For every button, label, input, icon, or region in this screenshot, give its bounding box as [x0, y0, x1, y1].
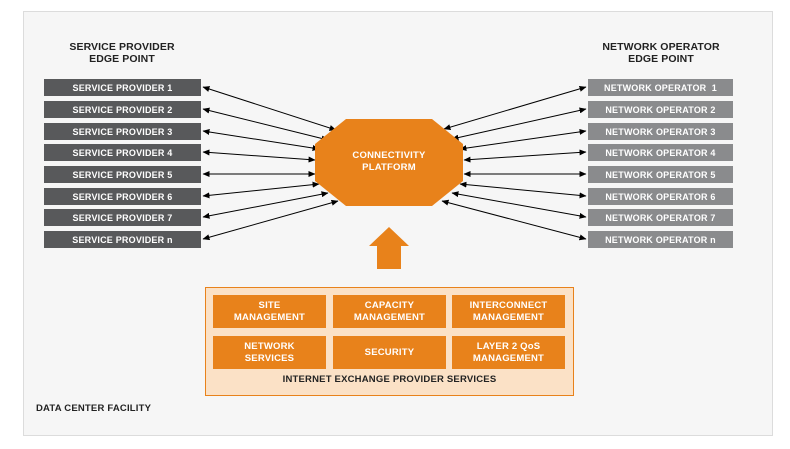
service-capacity-management: CAPACITY MANAGEMENT — [333, 295, 446, 328]
connection-arrow — [459, 181, 587, 199]
connection-arrow — [463, 149, 587, 163]
connection-arrow — [459, 128, 587, 152]
service-provider-box: SERVICE PROVIDER 3 — [44, 123, 201, 140]
connection-arrow — [451, 191, 587, 219]
service-provider-box: SERVICE PROVIDER 7 — [44, 209, 201, 226]
service-label-line: SECURITY — [364, 346, 415, 358]
service-site-management: SITE MANAGEMENT — [213, 295, 326, 328]
network-operator-box: NETWORK OPERATOR 7 — [588, 209, 733, 226]
service-provider-connections — [202, 86, 339, 241]
service-label-line: MANAGEMENT — [233, 311, 306, 323]
service-label-line: NETWORK — [244, 340, 295, 352]
connection-arrow — [202, 107, 329, 142]
network-operator-box: NETWORK OPERATOR n — [588, 231, 733, 248]
network-operator-heading-line2: EDGE POINT — [628, 53, 694, 65]
connection-arrow — [443, 85, 587, 131]
platform-label-line1: CONNECTIVITY — [352, 150, 426, 161]
connectivity-platform-label: CONNECTIVITY PLATFORM — [318, 150, 460, 174]
service-label-line: LAYER 2 QoS — [476, 340, 541, 352]
service-label-line: CAPACITY — [364, 299, 415, 311]
service-provider-box: SERVICE PROVIDER 4 — [44, 144, 201, 161]
connection-arrow — [202, 199, 339, 241]
network-operator-box: NETWORK OPERATOR 6 — [588, 188, 733, 205]
connectivity-platform-octagon — [315, 119, 463, 206]
network-operator-box: NETWORK OPERATOR 5 — [588, 166, 733, 183]
up-arrow-icon — [369, 227, 409, 269]
service-provider-box: SERVICE PROVIDER 6 — [44, 188, 201, 205]
network-operator-box: NETWORK OPERATOR 3 — [588, 123, 733, 140]
service-security: SECURITY — [333, 336, 446, 369]
internet-exchange-services-panel: SITE MANAGEMENT CAPACITY MANAGEMENT INTE… — [205, 287, 574, 396]
service-network-services: NETWORK SERVICES — [213, 336, 326, 369]
service-interconnect-management: INTERCONNECT MANAGEMENT — [452, 295, 565, 328]
data-center-facility-label: DATA CENTER FACILITY — [36, 403, 152, 414]
service-label-line: SERVICES — [244, 352, 295, 364]
connection-arrow — [441, 199, 587, 241]
service-label-line: SITE — [258, 299, 281, 311]
connection-arrow — [202, 181, 320, 199]
service-provider-heading-line1: SERVICE PROVIDER — [69, 41, 175, 53]
service-label-line: MANAGEMENT — [353, 311, 426, 323]
connection-arrow — [202, 86, 337, 131]
network-operator-box: NETWORK OPERATOR 2 — [588, 101, 733, 118]
platform-label-line2: PLATFORM — [362, 162, 416, 173]
service-label-line: INTERCONNECT — [469, 299, 548, 311]
service-provider-heading: SERVICE PROVIDER EDGE POINT — [52, 41, 192, 65]
service-provider-box: SERVICE PROVIDER 1 — [44, 79, 201, 96]
service-label-line: MANAGEMENT — [472, 311, 545, 323]
connection-arrow — [202, 191, 329, 219]
service-label-line: MANAGEMENT — [472, 352, 545, 364]
services-panel-title: INTERNET EXCHANGE PROVIDER SERVICES — [282, 374, 497, 385]
network-operator-heading: NETWORK OPERATOR EDGE POINT — [586, 41, 736, 65]
service-layer2-qos-management: LAYER 2 QoS MANAGEMENT — [452, 336, 565, 369]
connection-arrow — [202, 129, 320, 151]
service-provider-box: SERVICE PROVIDER 2 — [44, 101, 201, 118]
service-provider-heading-line2: EDGE POINT — [89, 53, 155, 65]
connection-arrow — [202, 149, 316, 163]
service-provider-box: SERVICE PROVIDER n — [44, 231, 201, 248]
service-provider-box: SERVICE PROVIDER 5 — [44, 166, 201, 183]
network-operator-box: NETWORK OPERATOR 1 — [588, 79, 733, 96]
network-operator-heading-line1: NETWORK OPERATOR — [602, 41, 720, 53]
network-operator-connections — [441, 85, 587, 241]
connection-arrow — [451, 107, 587, 141]
network-operator-box: NETWORK OPERATOR 4 — [588, 144, 733, 161]
